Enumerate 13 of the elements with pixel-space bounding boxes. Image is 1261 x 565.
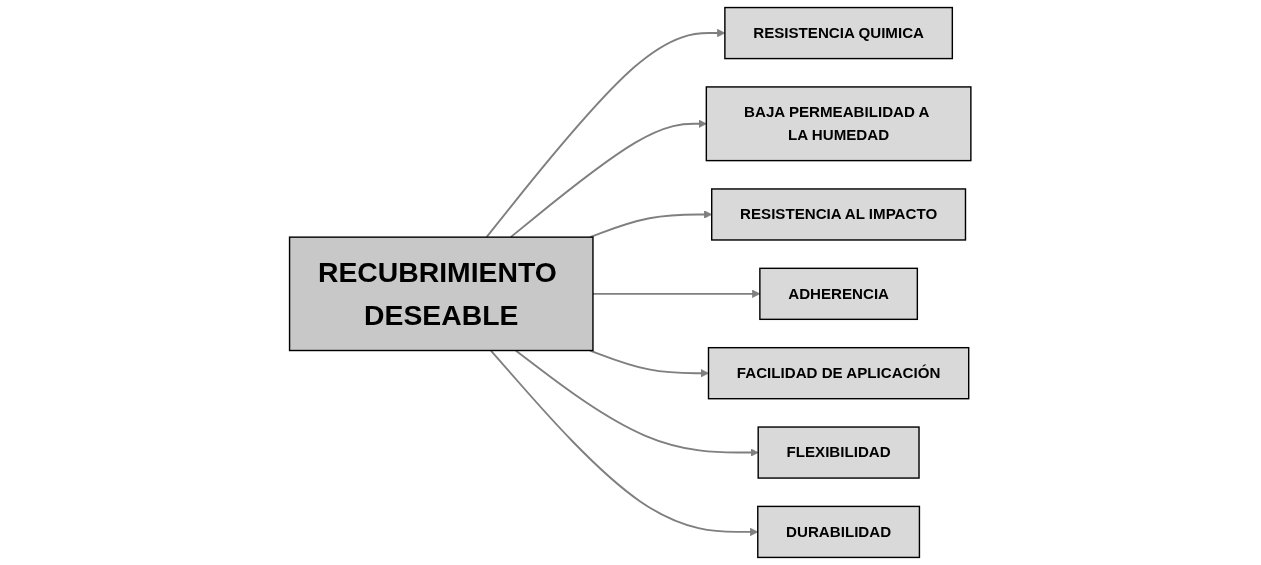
node-box: ADHERENCIA [759,267,919,321]
arrow [589,210,713,239]
node-box: FACILIDAD DE APLICACIÓN [708,346,970,400]
node-box: RESISTENCIA QUIMICA [724,6,954,60]
arrow [490,349,759,537]
node-box: BAJA PERMEABILIDAD A LA HUMEDAD [705,86,972,162]
arrow [515,349,759,457]
node-box: RESISTENCIA AL IMPACTO [711,188,967,241]
arrow [510,119,707,239]
node-box: DURABILIDAD [757,505,921,559]
node-box: FLEXIBILIDAD [757,426,920,479]
node-box: RECUBRIMIENTO DESEABLE [289,236,594,352]
arrow [485,28,726,239]
